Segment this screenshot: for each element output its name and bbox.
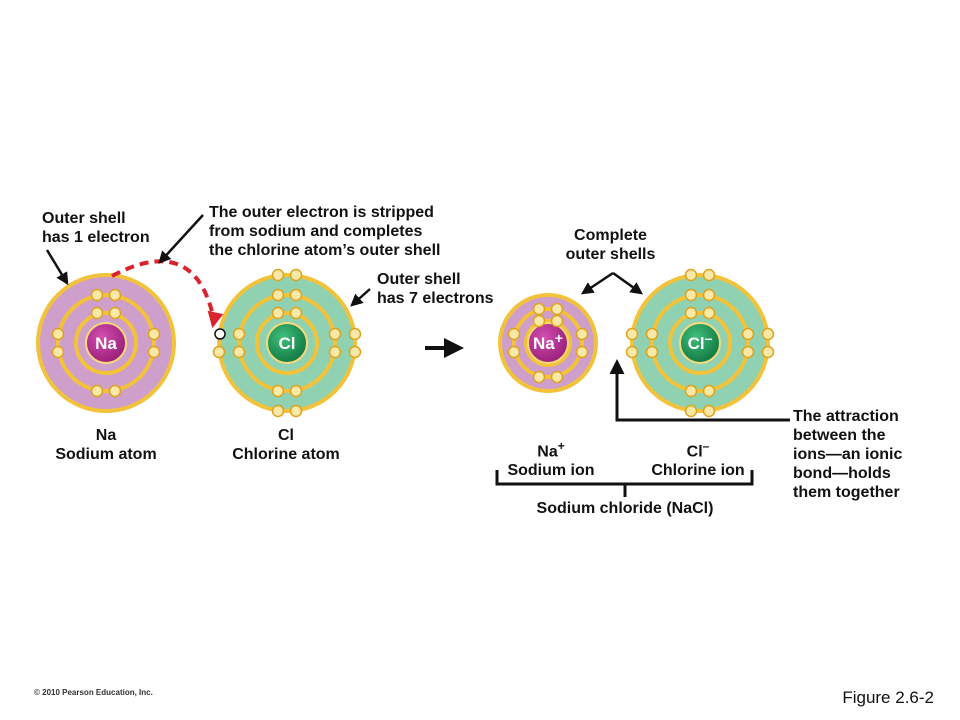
electron xyxy=(232,345,246,359)
nucleus xyxy=(266,322,308,364)
electron-shell xyxy=(237,293,337,393)
vacancy-electron xyxy=(214,328,226,340)
electron xyxy=(108,384,122,398)
attraction-pointer-line xyxy=(609,359,790,422)
electron xyxy=(108,288,122,302)
chlorine-ion: Cl– xyxy=(625,268,775,418)
nucleus xyxy=(85,322,127,364)
electron xyxy=(550,302,564,316)
electron xyxy=(328,327,342,341)
electron xyxy=(645,345,659,359)
electron xyxy=(271,288,285,302)
chlorine-atom: Cl xyxy=(212,268,362,418)
electron xyxy=(532,302,546,316)
pointer-arrow-complete-cl xyxy=(612,271,644,295)
figure-label: Figure 2.6-2 xyxy=(842,688,934,707)
pointer-arrow-stripped xyxy=(158,214,204,264)
electron xyxy=(684,268,698,282)
electron xyxy=(289,306,303,320)
electron xyxy=(90,288,104,302)
electron xyxy=(232,327,246,341)
electron xyxy=(507,327,521,341)
sodium-ion: Na+ xyxy=(498,293,598,393)
electron xyxy=(289,404,303,418)
electron xyxy=(702,288,716,302)
electron xyxy=(289,268,303,282)
electron xyxy=(532,314,546,328)
electron xyxy=(147,327,161,341)
electron xyxy=(575,327,589,341)
compound-bracket xyxy=(495,470,754,497)
nucleus-symbol: Na xyxy=(95,334,117,353)
electron xyxy=(684,404,698,418)
electron xyxy=(507,345,521,359)
electron-transfer-arrow xyxy=(111,259,224,329)
electron xyxy=(108,306,122,320)
electron xyxy=(761,327,775,341)
electron xyxy=(271,404,285,418)
electron xyxy=(271,384,285,398)
electron-shell xyxy=(650,293,750,393)
pointer-arrow-complete-na xyxy=(580,271,614,295)
nucleus-symbol: Cl xyxy=(279,334,296,353)
electron xyxy=(271,268,285,282)
electron xyxy=(741,345,755,359)
electron xyxy=(625,327,639,341)
electron xyxy=(741,327,755,341)
electron xyxy=(702,404,716,418)
label-chlorine-ion: Cl– Chlorine ion xyxy=(651,439,745,480)
electron xyxy=(702,306,716,320)
electron xyxy=(684,384,698,398)
electron xyxy=(550,314,564,328)
electron-shell xyxy=(255,311,319,375)
electron xyxy=(348,327,362,341)
electron xyxy=(90,384,104,398)
electron xyxy=(147,345,161,359)
electron xyxy=(328,345,342,359)
electron xyxy=(289,384,303,398)
electron xyxy=(348,345,362,359)
label-compound: Sodium chloride (NaCl) xyxy=(536,500,714,517)
electron xyxy=(90,306,104,320)
electron xyxy=(702,268,716,282)
electron xyxy=(51,327,65,341)
electron xyxy=(289,288,303,302)
electron-shell xyxy=(524,319,572,367)
electron-shell xyxy=(74,311,138,375)
electron xyxy=(702,384,716,398)
electron xyxy=(761,345,775,359)
copyright-notice: © 2010 Pearson Education, Inc. xyxy=(34,688,153,697)
electron xyxy=(625,345,639,359)
electron xyxy=(645,327,659,341)
nucleus-charge: + xyxy=(555,330,563,346)
nucleus-charge: – xyxy=(705,330,713,346)
electron-shell xyxy=(668,311,732,375)
electron xyxy=(684,288,698,302)
electron xyxy=(212,345,226,359)
electron xyxy=(51,345,65,359)
electron-shell xyxy=(56,293,156,393)
electron xyxy=(532,370,546,384)
nucleus xyxy=(679,322,721,364)
pointer-arrow-outer-shell-7 xyxy=(350,288,371,307)
label-sodium-ion: Na+ Sodium ion xyxy=(507,439,595,480)
sodium-atom: Na xyxy=(36,273,176,413)
electron xyxy=(575,345,589,359)
electron xyxy=(271,306,285,320)
electron xyxy=(684,306,698,320)
electron-shell xyxy=(512,307,584,379)
electron xyxy=(550,370,564,384)
nucleus xyxy=(527,322,569,364)
pointer-arrow-outer-shell-1 xyxy=(45,249,69,286)
